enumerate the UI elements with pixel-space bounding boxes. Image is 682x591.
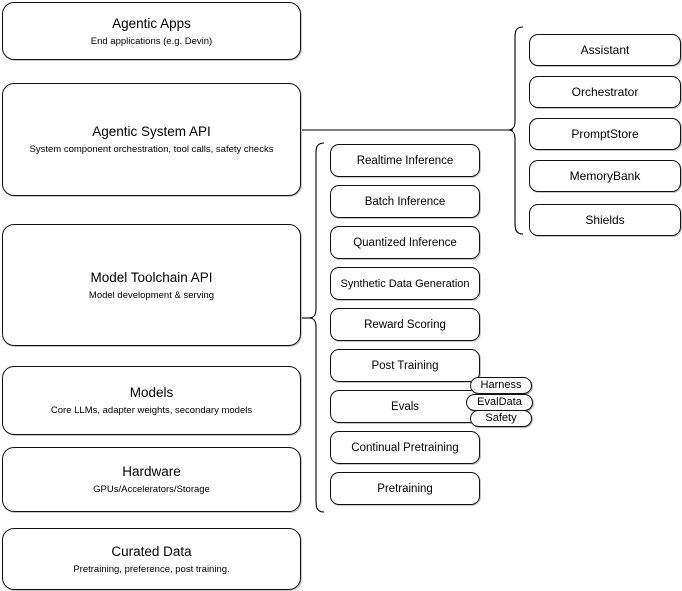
layer-subtitle: Core LLMs, adapter weights, secondary mo… <box>50 405 253 416</box>
layer-title: Hardware <box>122 464 181 479</box>
layer-subtitle: Model development & serving <box>88 289 215 301</box>
toolchain-item-realtime-inference[interactable]: Realtime Inference <box>330 144 480 177</box>
eval-badge-label: EvalData <box>477 396 522 408</box>
eval-badge-label: Harness <box>480 379 522 391</box>
toolchain-item-label: Synthetic Data Generation <box>340 277 470 290</box>
toolchain-item-continual-pretraining[interactable]: Continual Pretraining <box>330 431 480 464</box>
layer-title: Model Toolchain API <box>90 269 213 285</box>
layer-title: Agentic System API <box>92 124 211 139</box>
layer-models[interactable]: Models Core LLMs, adapter weights, secon… <box>2 366 301 435</box>
brace-toolchain-components <box>308 142 325 513</box>
layer-agentic-system-api[interactable]: Agentic System API System component orch… <box>2 83 301 196</box>
layer-subtitle: System component orchestration, tool cal… <box>29 144 274 155</box>
toolchain-item-label: Continual Pretraining <box>351 441 459 454</box>
system-component-shields[interactable]: Shields <box>529 204 681 236</box>
system-component-promptstore[interactable]: PromptStore <box>529 118 681 150</box>
toolchain-item-label: Post Training <box>371 359 439 372</box>
layer-subtitle: End applications (e.g. Devin) <box>90 35 213 47</box>
toolchain-item-label: Pretraining <box>377 482 433 495</box>
layer-hardware[interactable]: Hardware GPUs/Accelerators/Storage <box>2 447 301 512</box>
system-component-label: PromptStore <box>571 127 639 141</box>
system-component-label: Assistant <box>580 43 630 57</box>
system-component-label: MemoryBank <box>569 169 641 183</box>
toolchain-item-quantized-inference[interactable]: Quantized Inference <box>330 226 480 259</box>
eval-badge-label: Safety <box>485 412 517 424</box>
eval-badge-evaldata[interactable]: EvalData <box>466 394 533 411</box>
layer-title: Agentic Apps <box>112 15 191 31</box>
layer-subtitle: Pretraining, preference, post training. <box>73 563 230 575</box>
layer-title: Curated Data <box>111 543 192 559</box>
toolchain-item-post-training[interactable]: Post Training <box>330 349 480 382</box>
eval-badge-harness[interactable]: Harness <box>470 377 532 394</box>
toolchain-item-label: Evals <box>390 400 420 413</box>
toolchain-item-batch-inference[interactable]: Batch Inference <box>330 185 480 218</box>
system-component-memorybank[interactable]: MemoryBank <box>529 160 681 192</box>
layer-curated-data[interactable]: Curated Data Pretraining, preference, po… <box>2 528 301 590</box>
toolchain-item-evals[interactable]: Evals <box>330 390 480 423</box>
layer-subtitle: GPUs/Accelerators/Storage <box>93 484 210 495</box>
system-component-assistant[interactable]: Assistant <box>529 34 681 66</box>
system-component-label: Orchestrator <box>571 85 639 99</box>
eval-badge-safety[interactable]: Safety <box>470 410 532 427</box>
toolchain-item-reward-scoring[interactable]: Reward Scoring <box>330 308 480 341</box>
brace-system-components <box>507 26 524 235</box>
layer-title: Models <box>129 385 174 400</box>
layer-agentic-apps[interactable]: Agentic Apps End applications (e.g. Devi… <box>2 2 301 60</box>
toolchain-item-label: Reward Scoring <box>364 318 446 331</box>
toolchain-item-label: Realtime Inference <box>356 154 454 167</box>
toolchain-item-pretraining[interactable]: Pretraining <box>330 472 480 505</box>
layer-model-toolchain-api[interactable]: Model Toolchain API Model development & … <box>2 224 301 346</box>
toolchain-item-synthetic-data-generation[interactable]: Synthetic Data Generation <box>330 267 480 300</box>
system-component-orchestrator[interactable]: Orchestrator <box>529 76 681 108</box>
system-component-label: Shields <box>585 213 625 227</box>
toolchain-item-label: Batch Inference <box>364 195 446 208</box>
toolchain-item-label: Quantized Inference <box>353 236 457 249</box>
